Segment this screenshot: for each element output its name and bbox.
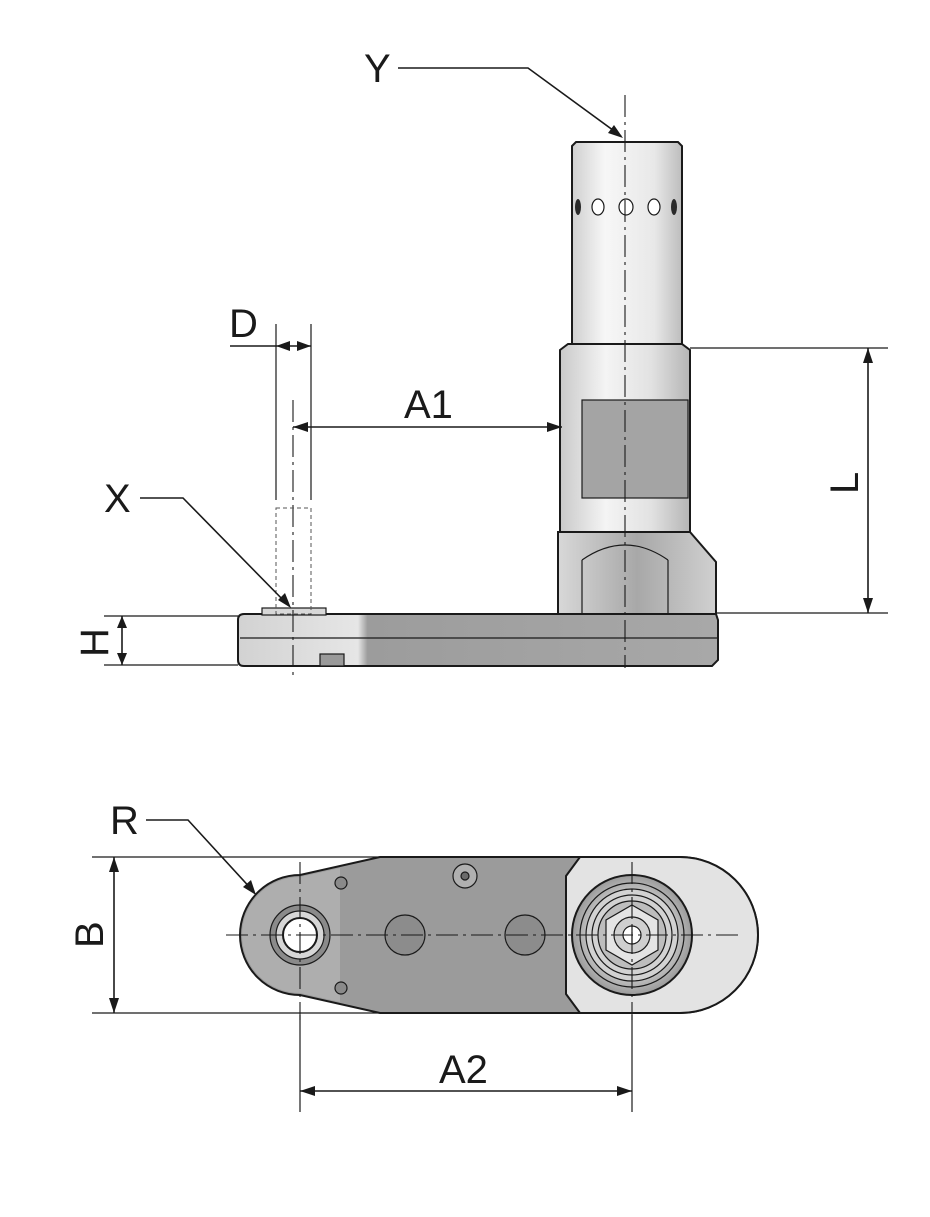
r-leader-arrow (243, 880, 256, 895)
d-label: D (229, 302, 258, 346)
r-leader (146, 819, 255, 893)
b-label: B (68, 921, 112, 948)
y-leader (398, 67, 622, 137)
small-hole-top (334, 876, 348, 890)
l-label: L (823, 472, 867, 494)
arm-slot (319, 653, 345, 667)
y-leader-arrow (608, 125, 623, 138)
label-plate (581, 399, 689, 499)
y-label: Y (364, 47, 391, 91)
x-leader (140, 497, 290, 607)
d-arrows (276, 341, 311, 351)
x-label: X (104, 477, 131, 521)
grease-nipple (460, 871, 470, 881)
a1-label: A1 (404, 383, 453, 427)
top-view: B A2 R (68, 799, 759, 1112)
upper-tube (571, 141, 683, 345)
pin-hidden-outline (275, 507, 312, 615)
h-arrows (117, 616, 127, 665)
hex-collar (557, 531, 717, 615)
small-hole-bottom (334, 981, 348, 995)
base-arm (237, 613, 719, 667)
side-view: D A1 L H X Y (73, 47, 888, 680)
pin-stub (261, 607, 327, 616)
x-leader-arrow (278, 593, 291, 608)
h-label: H (73, 628, 117, 657)
coolant-holes (575, 198, 677, 216)
a2-label: A2 (439, 1048, 488, 1092)
r-label: R (110, 799, 139, 843)
